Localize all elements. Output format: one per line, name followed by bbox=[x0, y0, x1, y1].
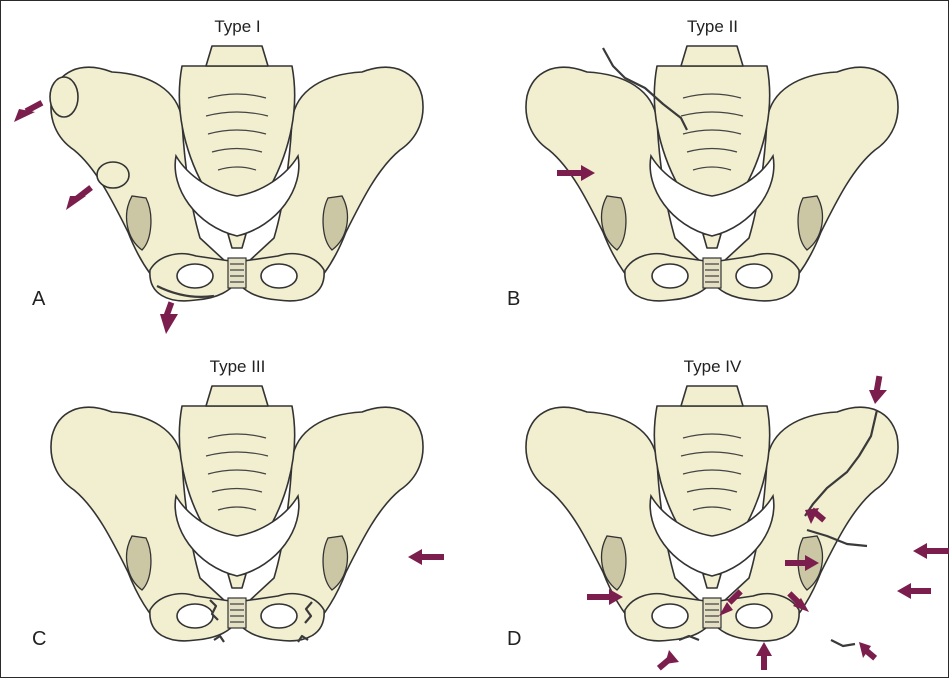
panel-b: Type II B bbox=[475, 0, 950, 340]
force-arrow bbox=[897, 583, 931, 599]
force-arrow bbox=[756, 642, 772, 670]
panel-c: Type III C bbox=[0, 340, 475, 680]
force-arrow bbox=[913, 543, 949, 559]
panel-title: Type I bbox=[0, 18, 475, 35]
panel-title: Type III bbox=[0, 358, 475, 375]
pelvis-illustration-c bbox=[0, 340, 475, 680]
avulsed-fragment bbox=[50, 77, 78, 117]
panel-title: Type IV bbox=[475, 358, 950, 375]
pelvis-illustration-d bbox=[475, 340, 950, 680]
force-arrow bbox=[657, 650, 679, 670]
force-arrow bbox=[66, 196, 86, 210]
panel-letter: B bbox=[507, 288, 520, 311]
panel-title: Type II bbox=[475, 18, 950, 35]
pelvis-illustration-a bbox=[0, 0, 475, 340]
pelvis-illustration-b bbox=[475, 0, 950, 340]
force-arrow bbox=[869, 376, 887, 404]
avulsed-fragment bbox=[97, 162, 129, 188]
force-arrow bbox=[422, 554, 444, 560]
panel-letter: A bbox=[32, 288, 45, 311]
panel-letter: D bbox=[507, 628, 521, 651]
panel-letter: C bbox=[32, 628, 46, 651]
panel-a: Type I A bbox=[0, 0, 475, 340]
force-arrow bbox=[859, 642, 877, 660]
panel-d: Type IV D bbox=[475, 340, 950, 680]
force-arrow bbox=[557, 170, 581, 176]
force-arrow bbox=[160, 314, 178, 334]
